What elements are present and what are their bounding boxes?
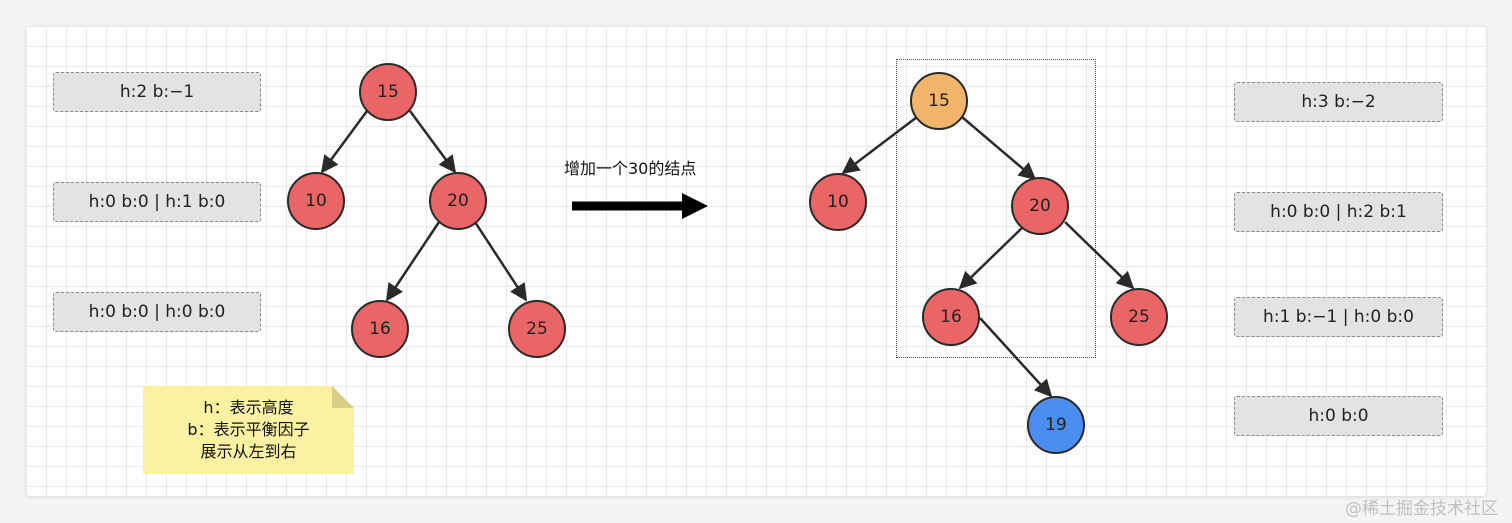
left-node-15: 15	[359, 63, 417, 121]
legend-line-b: b：表示平衡因子	[187, 420, 310, 439]
right-info-level-3: h:1 b:−1 | h:0 b:0	[1234, 297, 1443, 337]
edge-r-15-10	[841, 116, 918, 175]
right-info-level-4: h:0 b:0	[1234, 396, 1443, 436]
left-node-20: 20	[429, 172, 487, 230]
edge-r-20-25	[1064, 221, 1135, 290]
edge-r-15-20	[961, 116, 1037, 181]
left-node-25: 25	[508, 300, 566, 358]
legend-line-order: 展示从左到右	[200, 442, 297, 461]
transition-caption: 增加一个30的结点	[564, 159, 697, 178]
left-node-10: 10	[287, 172, 345, 230]
left-node-16: 16	[351, 300, 409, 358]
left-info-level-1: h:2 b:−1	[53, 72, 261, 112]
right-node-15: 15	[910, 72, 968, 130]
right-node-16: 16	[922, 288, 980, 346]
right-node-19: 19	[1027, 396, 1085, 454]
edge-l-15-20	[408, 110, 457, 174]
right-node-20: 20	[1011, 177, 1069, 235]
edge-l-20-25	[473, 221, 528, 302]
left-info-level-2: h:0 b:0 | h:1 b:0	[53, 182, 261, 222]
edge-l-15-10	[320, 110, 369, 174]
right-info-level-2: h:0 b:0 | h:2 b:1	[1234, 192, 1443, 232]
edge-r-16-19	[979, 317, 1053, 398]
right-info-level-1: h:3 b:−2	[1234, 82, 1443, 122]
legend-line-h: h：表示高度	[203, 398, 294, 417]
legend-note: h：表示高度 b：表示平衡因子 展示从左到右	[143, 386, 354, 474]
watermark: @稀土掘金技术社区	[1345, 499, 1498, 519]
right-node-10: 10	[809, 173, 867, 231]
right-node-25: 25	[1110, 288, 1168, 346]
left-info-level-3: h:0 b:0 | h:0 b:0	[53, 292, 261, 332]
transition-arrow-head	[682, 193, 708, 219]
unbalanced-subtree-box	[896, 59, 1096, 358]
edge-l-20-16	[385, 221, 441, 302]
edge-r-20-16	[958, 226, 1024, 290]
